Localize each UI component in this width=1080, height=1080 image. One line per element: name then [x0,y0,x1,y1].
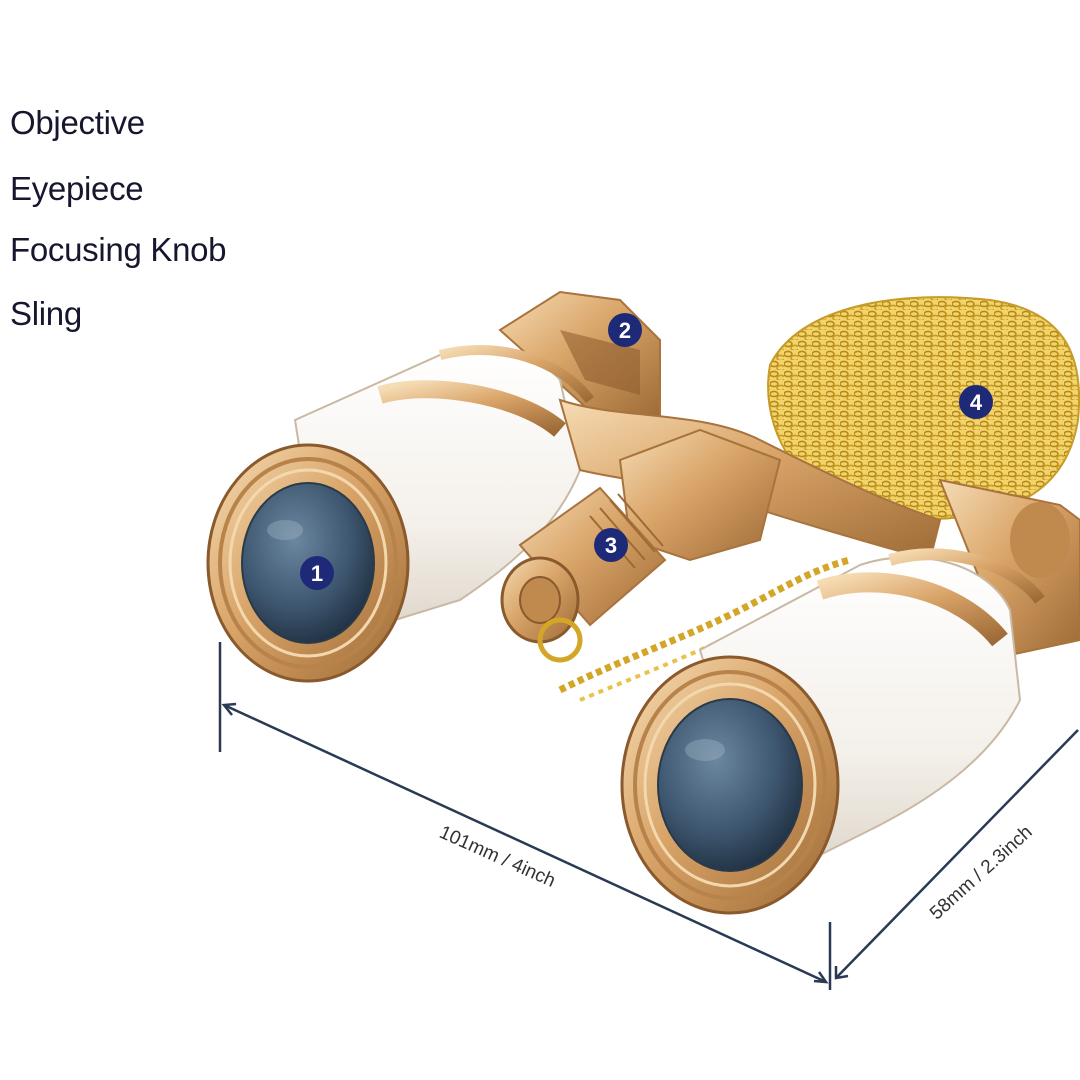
dimension-lines [218,642,1079,990]
legend-item-eyepiece: Eyepiece [10,170,144,207]
legend-item-sling: Sling [10,295,82,332]
bridge [558,398,942,562]
marker-4: 4 [959,385,993,419]
marker-3: 3 [594,528,628,562]
length-dimension-label: 101mm / 4inch [436,822,558,892]
right-objective [620,655,840,915]
svg-text:1: 1 [311,561,323,586]
svg-text:4: 4 [970,390,983,415]
width-dimension-label: 58mm / 2.3inch [926,822,1037,925]
svg-text:2: 2 [619,318,631,343]
legend-item-objective: Objective [10,104,145,141]
marker-1: 1 [300,556,334,590]
focusing-knob [500,486,667,663]
legend-item-focusing-knob: Focusing Knob [10,231,227,268]
sling-chain [558,296,1080,702]
svg-text:3: 3 [605,533,617,558]
marker-2: 2 [608,313,642,347]
